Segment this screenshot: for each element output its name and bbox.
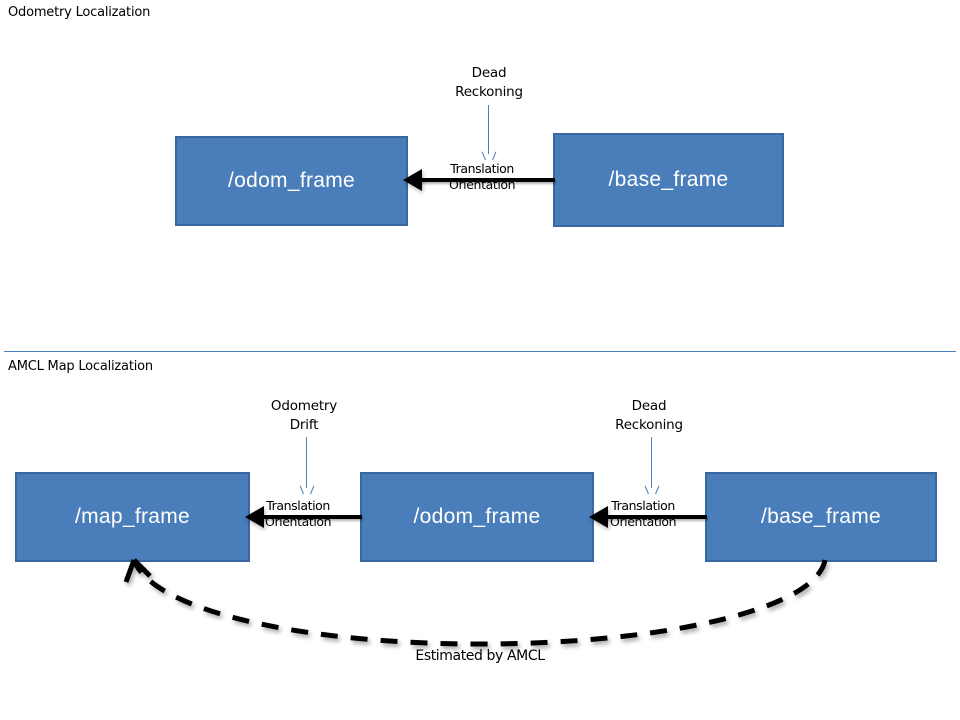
annotation-caption-odometry-drift-section2: Odometry Drift [255, 397, 353, 435]
annotation-arrow-down-icon-section1 [482, 105, 496, 161]
dashed-curve-path [131, 559, 828, 647]
transform-orientation-label: Orientation [449, 177, 516, 192]
annotation-arrow-down-icon-dead-reckoning [645, 437, 659, 495]
annotation-arrow-line [651, 437, 652, 488]
annotation-arrow-tip [647, 485, 657, 495]
arrow-head-left-icon [245, 506, 264, 528]
transform-translation-label: Translation [611, 498, 675, 513]
annotation-line-1: Dead [471, 65, 507, 81]
transform-orientation-label: Orientation [265, 514, 332, 529]
frame-box-base-frame-section1: /base_frame [553, 133, 784, 227]
frame-box-base-frame-section2: /base_frame [705, 472, 937, 562]
annotation-line-2: Reckoning [455, 84, 523, 100]
frame-box-label: /base_frame [760, 505, 882, 528]
frame-box-label: /base_frame [608, 168, 729, 191]
transform-arrow-base-to-odom-section2 [589, 506, 707, 528]
transform-translation-label: Translation [266, 498, 330, 513]
frame-box-odom-frame-section2: /odom_frame [360, 472, 594, 562]
transform-labels-odom-to-map-section2: Translation Orientation [265, 498, 332, 530]
annotation-arrow-line [488, 105, 489, 154]
annotation-line-2: Drift [289, 417, 319, 433]
annotation-line-1: Dead [631, 398, 667, 414]
section-title-amcl-map-localization: AMCL Map Localization [8, 359, 153, 374]
section-divider [4, 351, 956, 352]
transform-labels-section1: Translation Orientation [449, 161, 516, 193]
arrow-shaft [417, 178, 555, 182]
annotation-arrow-tip [484, 151, 494, 161]
frame-box-label: /odom_frame [227, 169, 356, 192]
frame-box-map-frame-section2: /map_frame [15, 472, 250, 562]
annotation-line-1: Odometry [270, 398, 338, 414]
transform-arrow-odom-to-map-section2 [245, 506, 362, 528]
arrow-head-left-icon [403, 169, 422, 191]
transform-arrow-base-to-odom-section1 [403, 169, 555, 191]
annotation-arrow-down-icon-odometry-drift [300, 437, 314, 495]
arrow-shaft [603, 515, 707, 519]
transform-labels-base-to-odom-section2: Translation Orientation [610, 498, 677, 530]
annotation-arrow-tip [302, 485, 312, 495]
arrow-shaft [259, 515, 362, 519]
frame-box-label: /odom_frame [413, 505, 541, 528]
amcl-estimate-dashed-curve [123, 558, 828, 647]
frame-box-odom-frame-section1: /odom_frame [175, 136, 408, 226]
annotation-caption-dead-reckoning-section1: Dead Reckoning [440, 64, 538, 102]
annotation-line-2: Reckoning [615, 417, 683, 433]
frame-box-label: /map_frame [74, 505, 191, 528]
amcl-estimate-caption: Estimated by AMCL [415, 648, 545, 664]
annotation-caption-dead-reckoning-section2: Dead Reckoning [600, 397, 698, 435]
transform-orientation-label: Orientation [610, 514, 677, 529]
arrow-head-left-icon [589, 506, 608, 528]
transform-translation-label: Translation [450, 161, 514, 176]
section-title-odometry-localization: Odometry Localization [8, 5, 151, 20]
annotation-arrow-line [306, 437, 307, 488]
dashed-curve-arrow-head-icon [123, 558, 152, 583]
